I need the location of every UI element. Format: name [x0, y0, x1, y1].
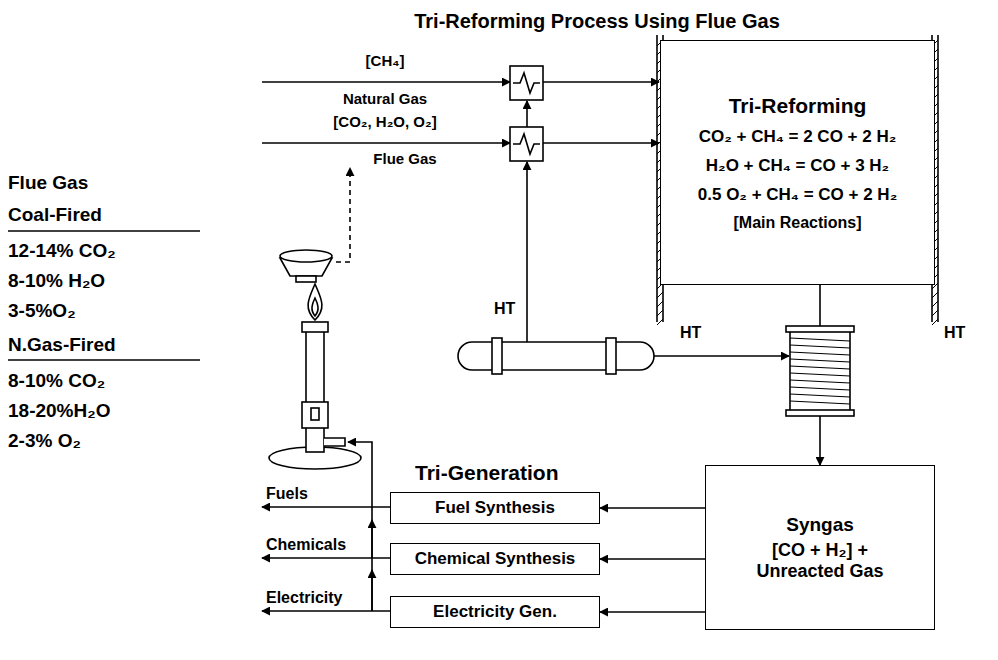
coil-winding: [790, 380, 850, 383]
node-content: Chemical Synthesis: [415, 549, 576, 569]
process-box: Chemical Synthesis: [390, 543, 600, 575]
reactor-wall: [937, 35, 939, 322]
wall-hatch: [657, 310, 663, 316]
node-content: Tri-ReformingCO₂ + CH₄ = 2 CO + 2 H₂ H₂O …: [698, 94, 897, 232]
wall-hatch: [657, 292, 663, 298]
heat-line: [654, 355, 789, 357]
stream-label: Natural Gas: [343, 90, 427, 107]
composition-label: Flue Gas: [8, 172, 88, 194]
flue-hood-neck: [296, 276, 316, 282]
underline: [8, 230, 200, 232]
node-text: 0.5 O₂ + CH₄ = CO + 2 H₂: [698, 185, 897, 205]
process-box: Fuel Synthesis: [390, 492, 600, 524]
heat-line: [526, 101, 528, 127]
flame: [308, 284, 322, 320]
coil-winding: [790, 387, 850, 390]
flame-core: [312, 298, 318, 316]
heat-label: HT: [494, 300, 515, 318]
heat-exchanger-symbol: [513, 134, 540, 154]
composition-label: N.Gas-Fired: [8, 334, 116, 356]
composition-label: 18-20%H₂O: [8, 400, 110, 422]
stream-label: Flue Gas: [373, 150, 436, 167]
node-text: [Main Reactions]: [733, 214, 861, 232]
diagram-title: Tri-Reforming Process Using Flue Gas: [414, 10, 780, 33]
syngas-box: Syngas [CO + H₂] + Unreacted Gas: [705, 465, 935, 630]
output-label: Electricity: [266, 589, 342, 607]
reactor-box: Tri-ReformingCO₂ + CH₄ = 2 CO + 2 H₂ H₂O …: [660, 40, 935, 285]
coil-winding: [790, 373, 850, 376]
tube-ring: [606, 338, 616, 374]
node-text: [CO + H₂] + Unreacted Gas: [733, 540, 908, 582]
output-label: Chemicals: [266, 536, 346, 554]
output-label: Fuels: [266, 485, 308, 503]
coil-flange: [786, 326, 854, 332]
heat-tube: [458, 342, 654, 370]
wall-hatch: [932, 319, 938, 325]
fuel-return-line: [348, 442, 372, 611]
composition-label: 12-14% CO₂: [8, 240, 116, 262]
heat-exchanger: [510, 66, 543, 100]
node-heading: Electricity Gen.: [433, 602, 557, 622]
wall-hatch: [932, 292, 938, 298]
node-content: Fuel Synthesis: [435, 498, 555, 518]
coil-winding: [790, 352, 850, 355]
coil-winding: [790, 359, 850, 362]
coil-winding: [790, 401, 850, 404]
heat-line: [526, 162, 528, 343]
wall-hatch: [932, 301, 938, 307]
flow-arrow: [600, 611, 705, 613]
output-arrow: [262, 506, 390, 508]
coil-winding: [790, 338, 850, 341]
composition-label: 8-10% H₂O: [8, 270, 105, 292]
composition-label: 2-3% O₂: [8, 430, 81, 452]
burner-top: [302, 322, 328, 332]
heat-label: HT: [944, 324, 965, 342]
tube-ring: [492, 338, 502, 374]
heat-label: HT: [680, 324, 701, 342]
flow-arrow: [600, 507, 705, 509]
heat-exchanger: [510, 127, 543, 161]
coil-exchanger: [790, 330, 850, 412]
gas-line: [262, 81, 510, 83]
wall-hatch: [657, 319, 663, 325]
node-content: Syngas [CO + H₂] + Unreacted Gas: [733, 514, 908, 582]
stream-label: [CO₂, H₂O, O₂]: [333, 113, 436, 130]
coil-flange: [786, 410, 854, 416]
node-heading: Tri-Reforming: [729, 94, 867, 118]
flue-hood-rim: [280, 250, 332, 262]
composition-label: 3-5%O₂: [8, 300, 76, 322]
node-heading: Chemical Synthesis: [415, 549, 576, 569]
node-text: H₂O + CH₄ = CO + 3 H₂: [706, 156, 889, 176]
composition-label: 8-10% CO₂: [8, 370, 105, 392]
air-hole: [311, 408, 319, 420]
heat-exchanger-symbol: [513, 73, 540, 93]
coil-winding: [790, 366, 850, 369]
output-arrow: [262, 610, 390, 612]
gas-line: [262, 142, 510, 144]
flow-arrow: [600, 558, 705, 560]
burner-collar: [302, 402, 328, 428]
gas-line: [543, 142, 659, 144]
node-text: CO₂ + CH₄ = 2 CO + 2 H₂: [699, 127, 897, 147]
wall-hatch: [657, 301, 663, 307]
node-heading: Syngas: [786, 514, 854, 536]
return-arrow: [371, 570, 373, 611]
burner-tube: [306, 330, 324, 452]
output-arrow: [262, 557, 390, 559]
wall-hatch: [932, 310, 938, 316]
return-arrow: [371, 520, 373, 558]
underline: [8, 359, 200, 361]
gas-hose: [324, 438, 345, 446]
node-heading: Fuel Synthesis: [435, 498, 555, 518]
stream-label: [CH₄]: [366, 52, 405, 69]
gas-line: [543, 81, 659, 83]
coil-winding: [790, 345, 850, 348]
composition-label: Coal-Fired: [8, 204, 102, 226]
output-label: Tri-Generation: [415, 461, 559, 485]
flue-gas-dashed-arrow: [336, 168, 350, 262]
process-box: Electricity Gen.: [390, 596, 600, 628]
node-content: Electricity Gen.: [433, 602, 557, 622]
coil-winding: [790, 394, 850, 397]
